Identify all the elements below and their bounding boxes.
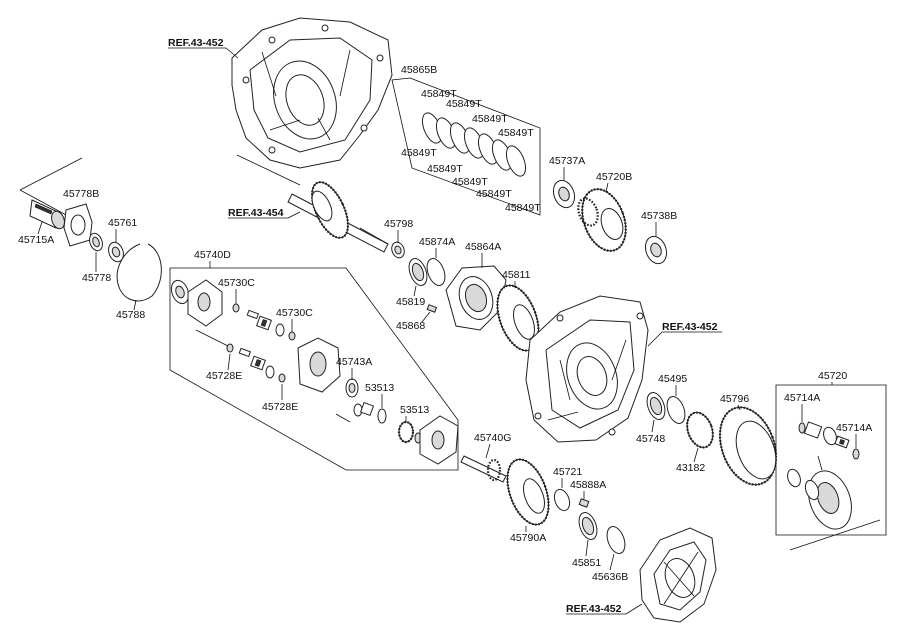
label-45761[interactable]: 45761 <box>108 217 137 229</box>
label-45738B[interactable]: 45738B <box>641 210 677 222</box>
cover-45864A <box>445 265 507 331</box>
label-45888A[interactable]: 45888A <box>570 479 606 491</box>
ring-45636B <box>606 526 626 554</box>
label-45788[interactable]: 45788 <box>116 309 145 321</box>
ref-leader-top <box>225 47 239 59</box>
label-45819[interactable]: 45819 <box>396 296 425 308</box>
label-53513-a[interactable]: 53513 <box>365 382 394 394</box>
ref-leader-bottom <box>625 603 643 615</box>
label-45849T-g[interactable]: 45849T <box>452 176 488 188</box>
ring-gear-45796 <box>718 406 778 486</box>
ring-group-45865B <box>391 77 541 216</box>
ring-45798 <box>391 241 405 259</box>
label-45714A-a[interactable]: 45714A <box>784 392 820 404</box>
label-45851[interactable]: 45851 <box>572 557 601 569</box>
cover-45778B <box>63 203 93 247</box>
group-box-45740D <box>169 267 459 471</box>
label-45737A[interactable]: 45737A <box>549 155 585 167</box>
bearing-45738B <box>644 235 668 265</box>
plug-45868 <box>426 304 438 313</box>
ref-leader-right <box>647 331 663 347</box>
ref-label-top[interactable]: REF.43-452 <box>168 37 224 49</box>
shaft-45740G <box>460 455 507 483</box>
label-45811[interactable]: 45811 <box>502 269 531 281</box>
seal-rings <box>421 112 527 177</box>
left-bracket <box>19 157 83 217</box>
label-45728E-a[interactable]: 45728E <box>206 370 242 382</box>
carrier-plate-left <box>170 279 223 327</box>
ref-label-shaft[interactable]: REF.43-454 <box>228 207 284 219</box>
label-45714A-b[interactable]: 45714A <box>836 422 872 434</box>
pinion-set-45728E <box>195 329 286 383</box>
gear-set-53513 <box>335 401 422 444</box>
pinion-set-45730C <box>232 303 296 341</box>
label-45720[interactable]: 45720 <box>818 370 847 382</box>
label-45849T-c[interactable]: 45849T <box>472 113 508 125</box>
transmission-case-right <box>525 295 649 443</box>
label-45849T-e[interactable]: 45849T <box>401 147 437 159</box>
label-45495[interactable]: 45495 <box>658 373 687 385</box>
label-45730C-a[interactable]: 45730C <box>218 277 255 289</box>
label-45798[interactable]: 45798 <box>384 218 413 230</box>
rings-45874A-45819 <box>408 258 446 286</box>
label-45849T-f[interactable]: 45849T <box>427 163 463 175</box>
plug-45888A <box>578 498 590 508</box>
label-45730C-b[interactable]: 45730C <box>276 307 313 319</box>
alignment-line <box>236 154 301 186</box>
ring-45778 <box>89 232 103 252</box>
sensor-ring-43182 <box>686 411 714 449</box>
label-45790A[interactable]: 45790A <box>510 532 546 544</box>
group-box-45720 <box>775 384 887 536</box>
label-45849T-b[interactable]: 45849T <box>446 98 482 110</box>
carrier-plate-right <box>419 415 459 465</box>
group-box-45865B <box>391 77 541 216</box>
snap-ring-45788 <box>116 243 162 302</box>
carrier-45743A <box>297 337 359 398</box>
label-45778[interactable]: 45778 <box>82 272 111 284</box>
ref-label-bottom[interactable]: REF.43-452 <box>566 603 622 615</box>
label-45874A[interactable]: 45874A <box>419 236 455 248</box>
label-45728E-b[interactable]: 45728E <box>262 401 298 413</box>
label-45748[interactable]: 45748 <box>636 433 665 445</box>
pinion-set-45714A <box>798 421 860 460</box>
label-45778B[interactable]: 45778B <box>63 188 99 200</box>
label-45715A[interactable]: 45715A <box>18 234 54 246</box>
ring-45495 <box>666 396 686 424</box>
label-45740D[interactable]: 45740D <box>194 249 231 261</box>
label-45868[interactable]: 45868 <box>396 320 425 332</box>
bearing-45761 <box>108 241 124 263</box>
gear-45790A <box>506 458 550 526</box>
shaft-45715A <box>29 199 65 230</box>
label-45743A[interactable]: 45743A <box>336 356 372 368</box>
label-45720B[interactable]: 45720B <box>596 171 632 183</box>
transmission-case-top <box>231 17 393 169</box>
output-shaft <box>287 181 389 253</box>
seal-45851 <box>578 512 598 540</box>
gear-45720B <box>577 188 627 252</box>
ref-leader-shaft <box>287 211 301 219</box>
label-45849T-i[interactable]: 45849T <box>505 202 541 214</box>
label-45796[interactable]: 45796 <box>720 393 749 405</box>
label-45721[interactable]: 45721 <box>553 466 582 478</box>
transmission-cover-bottom <box>639 527 717 623</box>
label-43182[interactable]: 43182 <box>676 462 705 474</box>
label-45849T-a[interactable]: 45849T <box>421 88 457 100</box>
label-45865B[interactable]: 45865B <box>401 64 437 76</box>
ref-label-right[interactable]: REF.43-452 <box>662 321 718 333</box>
label-53513-b[interactable]: 53513 <box>400 404 429 416</box>
ring-45748 <box>646 392 666 420</box>
label-45636B[interactable]: 45636B <box>592 571 628 583</box>
label-45849T-h[interactable]: 45849T <box>476 188 512 200</box>
label-45849T-d[interactable]: 45849T <box>498 127 534 139</box>
box-extension-line <box>789 519 881 551</box>
ring-45721 <box>553 488 571 512</box>
bearing-45737A <box>552 179 576 209</box>
label-45740G[interactable]: 45740G <box>474 432 511 444</box>
label-45864A[interactable]: 45864A <box>465 241 501 253</box>
differential-case-45720 <box>787 455 852 530</box>
